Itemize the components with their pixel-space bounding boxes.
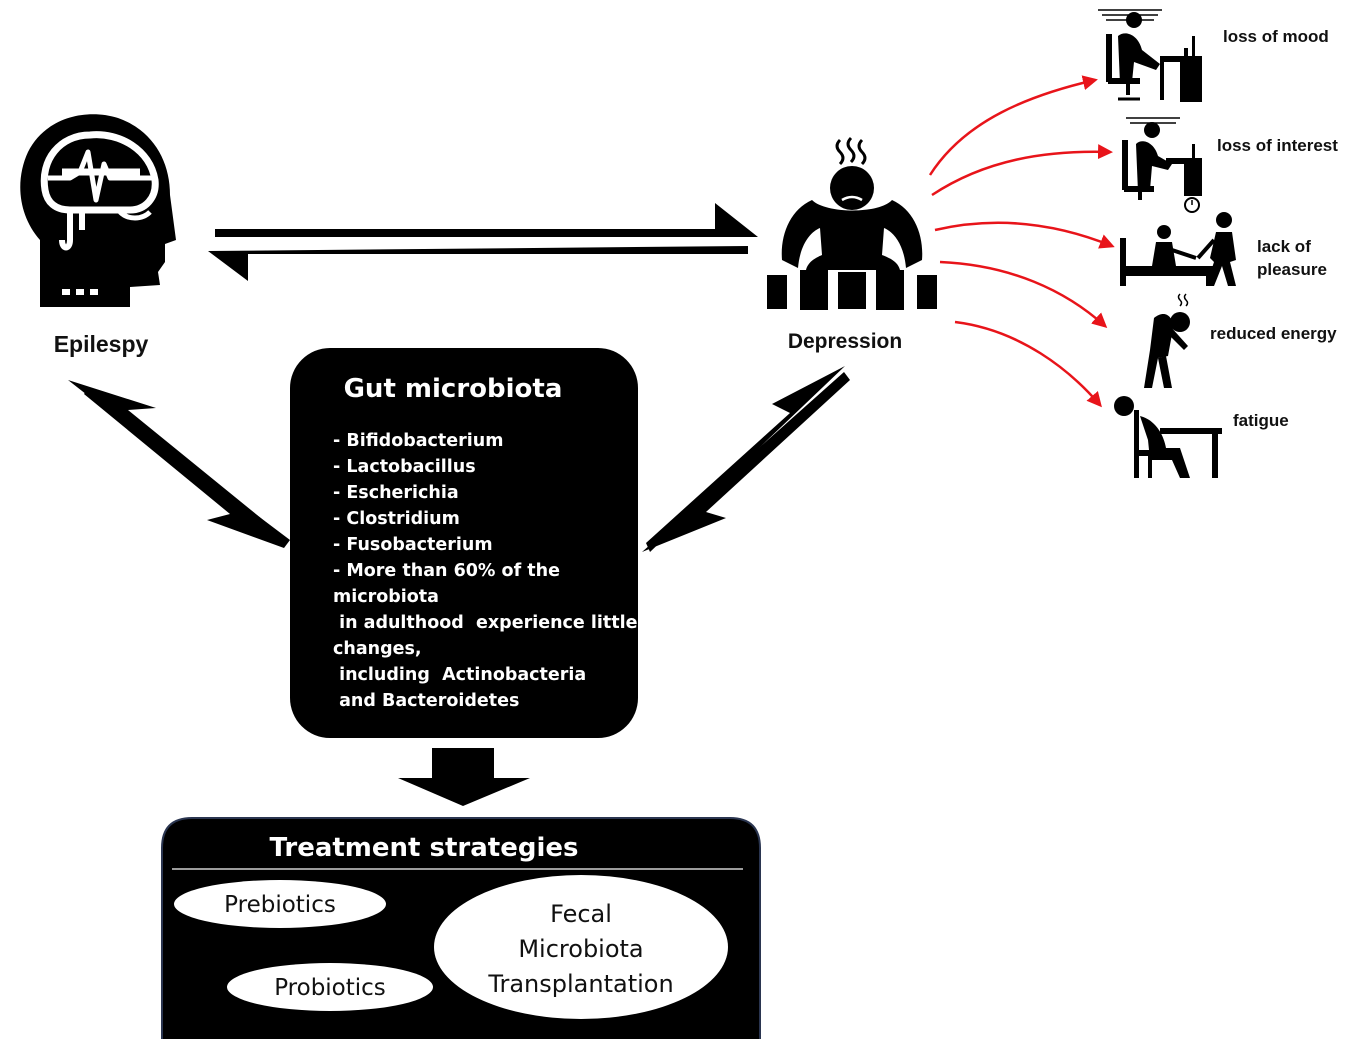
person-at-desk-clock-icon (1122, 117, 1202, 213)
symptom-label: loss of interest (1217, 136, 1338, 155)
fmt-label-line: Transplantation (487, 970, 673, 998)
brain-head-icon (20, 114, 176, 307)
prebiotics-oval: Prebiotics (174, 880, 386, 928)
depression-label: Depression (788, 330, 902, 353)
probiotics-label: Probiotics (274, 975, 386, 1001)
microbiota-item: - Clostridium (333, 509, 460, 529)
microbiota-item: - Fusobacterium (333, 535, 493, 555)
down-arrow (398, 748, 530, 806)
symptom-label: fatigue (1233, 411, 1289, 430)
symptom-label: pleasure (1257, 260, 1327, 279)
gut-microbiota-box: Gut microbiota - Bifidobacterium - Lacto… (290, 348, 638, 738)
red-arrow-interest (931, 144, 1113, 197)
microbiota-item: and Bacteroidetes (333, 691, 519, 711)
person-resting-on-table-icon (1114, 396, 1222, 478)
epilepsy-depression-equilibrium-arrow (208, 203, 758, 281)
symptom-arrows (928, 75, 1115, 408)
microbiota-item: - Escherichia (333, 483, 459, 503)
red-arrow-fatigue (954, 320, 1102, 408)
epilepsy-gut-equilibrium-arrow (68, 380, 290, 548)
red-arrow-pleasure (934, 221, 1115, 249)
microbiota-item: in adulthood experience little (333, 613, 638, 633)
probiotics-oval: Probiotics (227, 963, 433, 1011)
treatment-strategies-title: Treatment strategies (270, 833, 579, 863)
hunched-person-icon (1144, 293, 1190, 388)
person-at-desk-icon (1098, 9, 1202, 102)
red-arrow-mood (928, 75, 1098, 176)
fmt-oval: Fecal Microbiota Transplantation (434, 875, 728, 1019)
gut-microbiota-title: Gut microbiota (344, 374, 563, 404)
symptom-label: reduced energy (1210, 324, 1337, 343)
person-leaving-bed-icon (1120, 212, 1236, 286)
microbiota-item: - More than 60% of the (333, 561, 560, 581)
microbiota-item: microbiota (333, 587, 439, 607)
symptom-label: loss of mood (1223, 27, 1329, 46)
red-arrow-energy (939, 260, 1108, 329)
treatment-strategies-box: Treatment strategies Prebiotics Probioti… (161, 817, 761, 1039)
epilepsy-label: Epilespy (54, 331, 149, 357)
prebiotics-label: Prebiotics (224, 892, 336, 918)
depression-gut-equilibrium-arrow (642, 366, 850, 552)
microbiota-item: - Bifidobacterium (333, 431, 503, 451)
depressed-person-icon (767, 136, 937, 310)
fmt-label-line: Fecal (550, 900, 612, 928)
microbiota-item: including Actinobacteria (333, 665, 586, 685)
symptom-label: lack of (1257, 237, 1311, 256)
fmt-label-line: Microbiota (518, 935, 643, 963)
microbiota-item: changes, (333, 639, 422, 659)
microbiota-item: - Lactobacillus (333, 457, 476, 477)
